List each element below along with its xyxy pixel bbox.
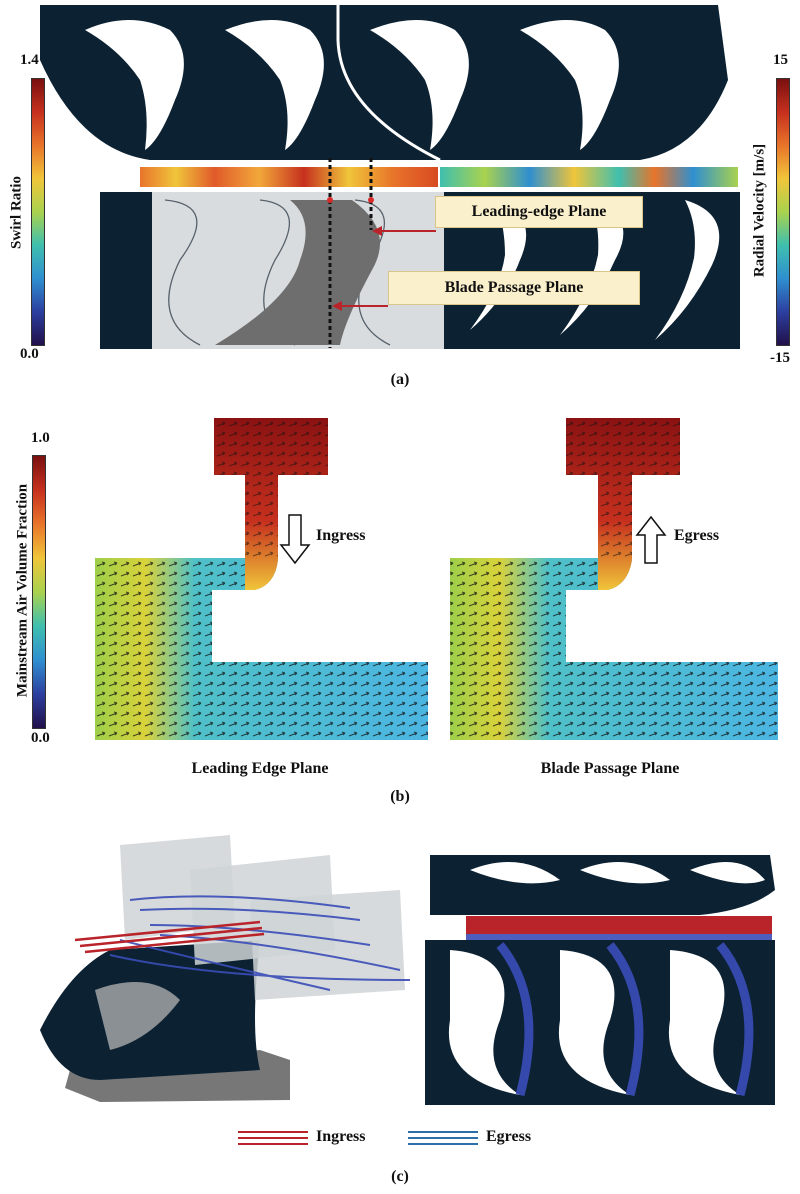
vane-slot <box>520 20 619 150</box>
legend: Ingress Egress <box>230 1126 570 1150</box>
velocity-colorbar-max: 15 <box>773 52 788 68</box>
ingress-arrow-icon <box>279 514 311 565</box>
egress-legend-label: Egress <box>486 1128 532 1145</box>
panel-b: 1.0 0.0 Mainstream Air Volume Fraction <box>0 400 800 810</box>
panel-a-caption: (a) <box>390 371 410 388</box>
egress-legend-swatch <box>408 1131 478 1145</box>
egress-arrow-icon <box>635 515 667 564</box>
swirl-strip <box>140 167 438 187</box>
leading-edge-flow-plot <box>95 418 428 740</box>
turbine-schematic <box>40 5 740 349</box>
ingress-legend-label: Ingress <box>316 1128 366 1145</box>
egress-flow-label: Egress <box>674 527 720 544</box>
iso-view <box>40 835 411 1102</box>
swirl-colorbar <box>31 78 45 346</box>
velocity-strip <box>440 167 738 187</box>
panel-c: Ingress Egress (c) <box>0 830 800 1194</box>
vane-slot <box>370 20 469 150</box>
leading-edge-plane-label: Leading Edge Plane <box>191 760 329 777</box>
velocity-colorbar <box>776 78 790 346</box>
blade-passage-plane-label: Blade Passage Plane <box>540 760 680 777</box>
panel-a: 1.4 0.0 Swirl Ratio 15 -15 Radial Veloci… <box>0 0 800 400</box>
leading-edge-callout: Leading-edge Plane <box>435 196 643 228</box>
flow-fields <box>95 418 778 740</box>
blade-passage-flow-plot <box>450 418 778 740</box>
blade-passage-callout: Blade Passage Plane <box>388 271 640 305</box>
blade-slot <box>470 200 527 330</box>
fraction-colorbar <box>32 455 46 729</box>
vane-slot <box>85 20 184 150</box>
ingress-flow-label: Ingress <box>316 527 366 544</box>
swirl-colorbar-min: 0.0 <box>20 346 39 362</box>
top-view <box>425 855 775 1105</box>
panel-c-caption: (c) <box>391 1168 409 1185</box>
blade-slot <box>560 200 624 335</box>
fraction-colorbar-min: 0.0 <box>31 730 50 746</box>
velocity-colorbar-min: -15 <box>770 350 790 366</box>
fraction-colorbar-max: 1.0 <box>31 430 50 446</box>
streamline-views <box>40 835 775 1105</box>
blade-slot <box>655 200 720 340</box>
vane-slot <box>225 20 324 150</box>
ingress-legend-swatch <box>238 1131 308 1145</box>
swirl-colorbar-max: 1.4 <box>20 52 39 68</box>
panel-b-caption: (b) <box>390 788 410 805</box>
